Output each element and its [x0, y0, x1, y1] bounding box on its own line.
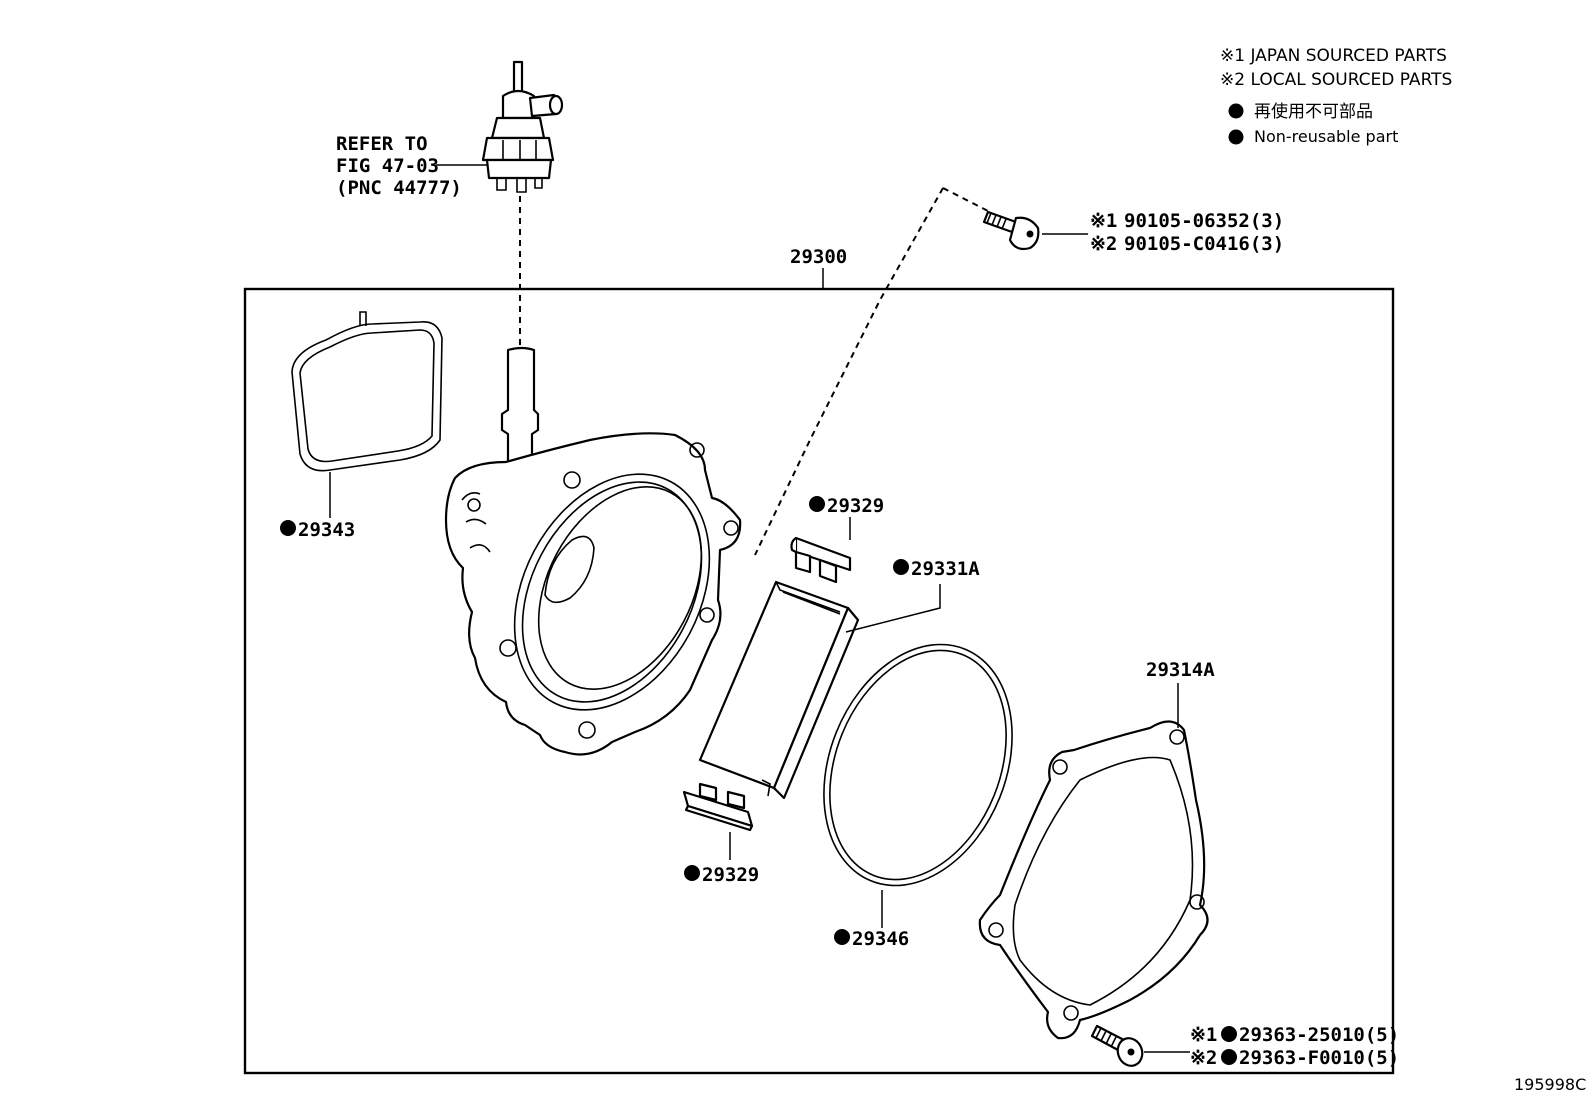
non-reusable-dot-icon: [684, 865, 700, 881]
label-29314a: 29314A: [1146, 659, 1215, 681]
label-29343: 29343: [298, 519, 355, 541]
bolt-bottom-mark-2: ※2: [1190, 1047, 1217, 1069]
legend-local: ※2 LOCAL SOURCED PARTS: [1220, 70, 1452, 90]
bolt-top-mark-2: ※2: [1090, 233, 1117, 255]
assembly-label: 29300: [790, 246, 847, 268]
gasket-29343-icon: [291, 311, 443, 472]
refer-line-1: REFER TO: [336, 133, 428, 155]
non-reusable-dot-icon: [1221, 1049, 1237, 1065]
non-reusable-dot-icon: [1228, 129, 1244, 145]
figure-id: 195998C: [1514, 1075, 1586, 1094]
bolt-bottom-mark-1: ※1: [1190, 1024, 1217, 1046]
refer-line-2: FIG 47-03: [336, 155, 439, 177]
cover-29314a-icon: [978, 720, 1209, 1040]
refer-line-3: (PNC 44777): [336, 177, 462, 199]
assembly-frame: [243, 287, 1395, 1075]
check-valve-icon: [481, 60, 564, 193]
o-ring-29346-icon: [823, 643, 1013, 887]
rotor-29331a-icon: [698, 580, 860, 800]
legend-japan: ※1 JAPAN SOURCED PARTS: [1220, 46, 1447, 66]
legend-nonreusable-jp: 再使用不可部品: [1254, 101, 1373, 122]
vane-29329-top-icon: [790, 536, 852, 584]
non-reusable-dot-icon: [834, 929, 850, 945]
bolt-top-part-2: 90105-C0416(3): [1124, 233, 1284, 255]
bolt-top-mark-1: ※1: [1090, 210, 1117, 232]
bolt-top-icon: [982, 210, 1040, 251]
refer-to-label: REFER TO FIG 47-03 (PNC 44777): [336, 133, 487, 199]
bolt-bottom-part-2: 29363-F0010(5): [1239, 1047, 1399, 1069]
non-reusable-dot-icon: [809, 496, 825, 512]
bolt-top-part-1: 90105-06352(3): [1124, 210, 1284, 232]
legend: ※1 JAPAN SOURCED PARTS ※2 LOCAL SOURCED …: [1220, 46, 1452, 146]
bolt-bottom-part-1: 29363-25010(5): [1239, 1024, 1399, 1046]
label-29331a: 29331A: [911, 558, 980, 580]
non-reusable-dot-icon: [280, 520, 296, 536]
legend-nonreusable-en: Non-reusable part: [1254, 127, 1398, 146]
non-reusable-dot-icon: [1221, 1026, 1237, 1042]
bolt-bottom-icon: [1090, 1024, 1144, 1067]
label-29329-top: 29329: [827, 495, 884, 517]
label-29329-bottom: 29329: [702, 864, 759, 886]
non-reusable-dot-icon: [1228, 103, 1244, 119]
pump-housing-icon: [444, 346, 742, 756]
label-29346: 29346: [852, 928, 909, 950]
non-reusable-dot-icon: [893, 559, 909, 575]
vane-29329-bottom-icon: [682, 782, 754, 832]
